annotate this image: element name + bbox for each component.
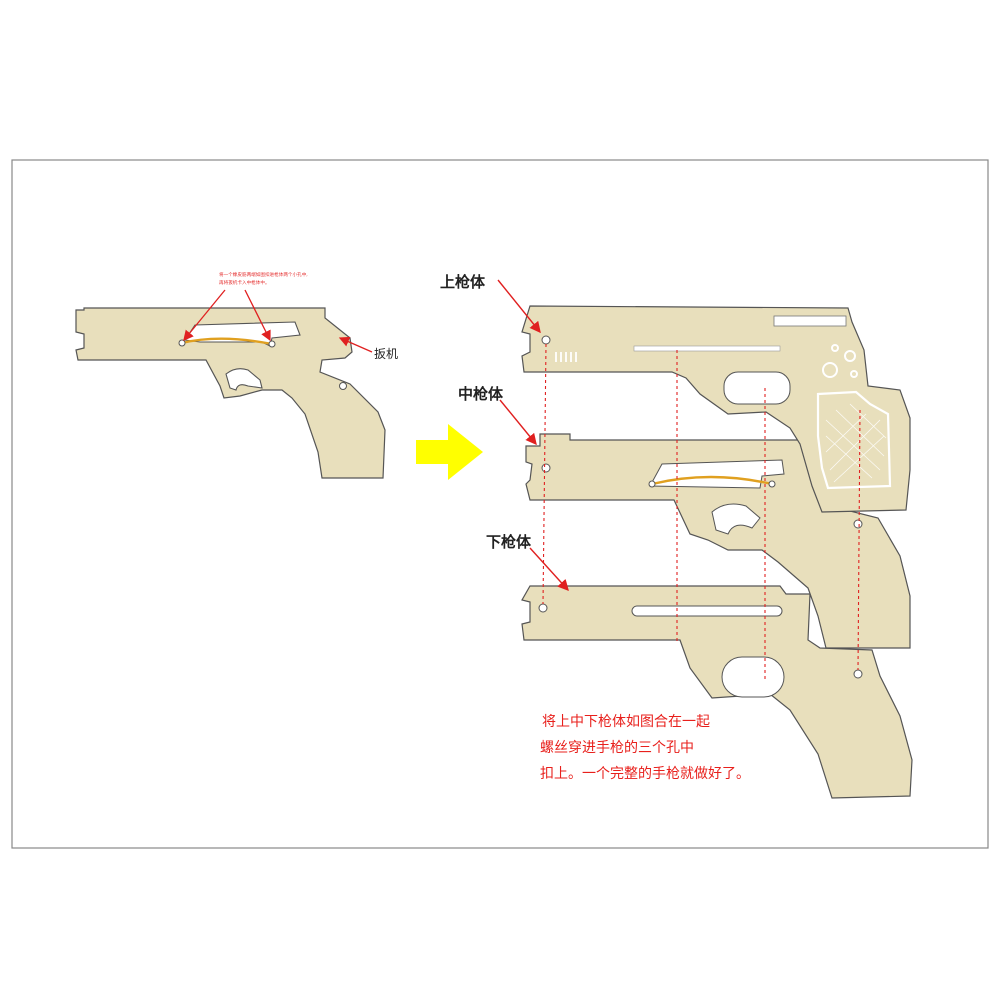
top-body-grip-texture: [825, 403, 887, 483]
small-note-line1: 将一个橡皮筋两端如图扣进枪体两个小孔中,: [219, 271, 308, 278]
bottom-body-window: [721, 656, 785, 698]
yellow-arrow: [416, 424, 483, 480]
bottom-body-shape: [521, 585, 913, 799]
note-arrow-front: [183, 289, 226, 342]
gear-icon: [822, 344, 858, 378]
middle-body-label-arrow: [499, 399, 537, 446]
trigger-label: 扳机: [374, 347, 398, 361]
top-body-grip-panel: [816, 390, 892, 490]
trigger-arrow: [338, 336, 373, 353]
alignment-line-1: [542, 343, 547, 605]
bottom-body-hole-front: [538, 603, 548, 613]
top-body-label-arrow: [497, 279, 541, 334]
bottom-body-hole-rear: [853, 669, 863, 679]
instruction-line1: 将上中下枪体如图合在一起: [542, 713, 710, 730]
bottom-body-label: 下枪体: [486, 533, 532, 551]
top-body-sight-bar: [773, 315, 847, 327]
assembled-trigger-guard: [225, 368, 263, 391]
top-body-label: 上枪体: [440, 273, 486, 291]
alignment-line-4: [857, 409, 861, 671]
top-body: [521, 305, 911, 513]
instruction-line2: 螺丝穿进手枪的三个孔中: [540, 739, 694, 756]
middle-body-band-hole-front: [648, 480, 656, 488]
top-body-shape: [521, 305, 911, 513]
assembled-band-hole-front: [178, 339, 186, 347]
top-body-hole-front: [541, 335, 551, 345]
bottom-body: [521, 585, 913, 799]
top-body-slide-groove: [633, 345, 781, 352]
assembled-rubber-band: [181, 337, 273, 346]
middle-body-label: 中枪体: [458, 385, 504, 403]
top-body-window: [723, 371, 791, 405]
bottom-body-label-arrow: [529, 547, 569, 592]
note-arrow-rear: [244, 289, 271, 342]
small-note-line2: 再将扳机卡入中枪体中。: [219, 279, 270, 286]
assembled-band-hole-rear: [268, 340, 276, 348]
assembled-gun: [75, 289, 386, 479]
assembled-gun-body: [75, 307, 386, 479]
middle-body-band-hole-rear: [768, 480, 776, 488]
bottom-body-slot: [631, 605, 783, 617]
middle-body-rubber-band: [651, 475, 773, 486]
middle-body-hole-front: [541, 463, 551, 473]
alignment-lines: [542, 343, 861, 680]
top-body-vents: [555, 352, 577, 362]
middle-body-trigger-guard: [711, 503, 761, 535]
middle-body-hole-rear: [853, 519, 863, 529]
assembled-screw-hole: [339, 382, 347, 390]
instruction-line3: 扣上。一个完整的手枪就做好了。: [540, 765, 750, 782]
